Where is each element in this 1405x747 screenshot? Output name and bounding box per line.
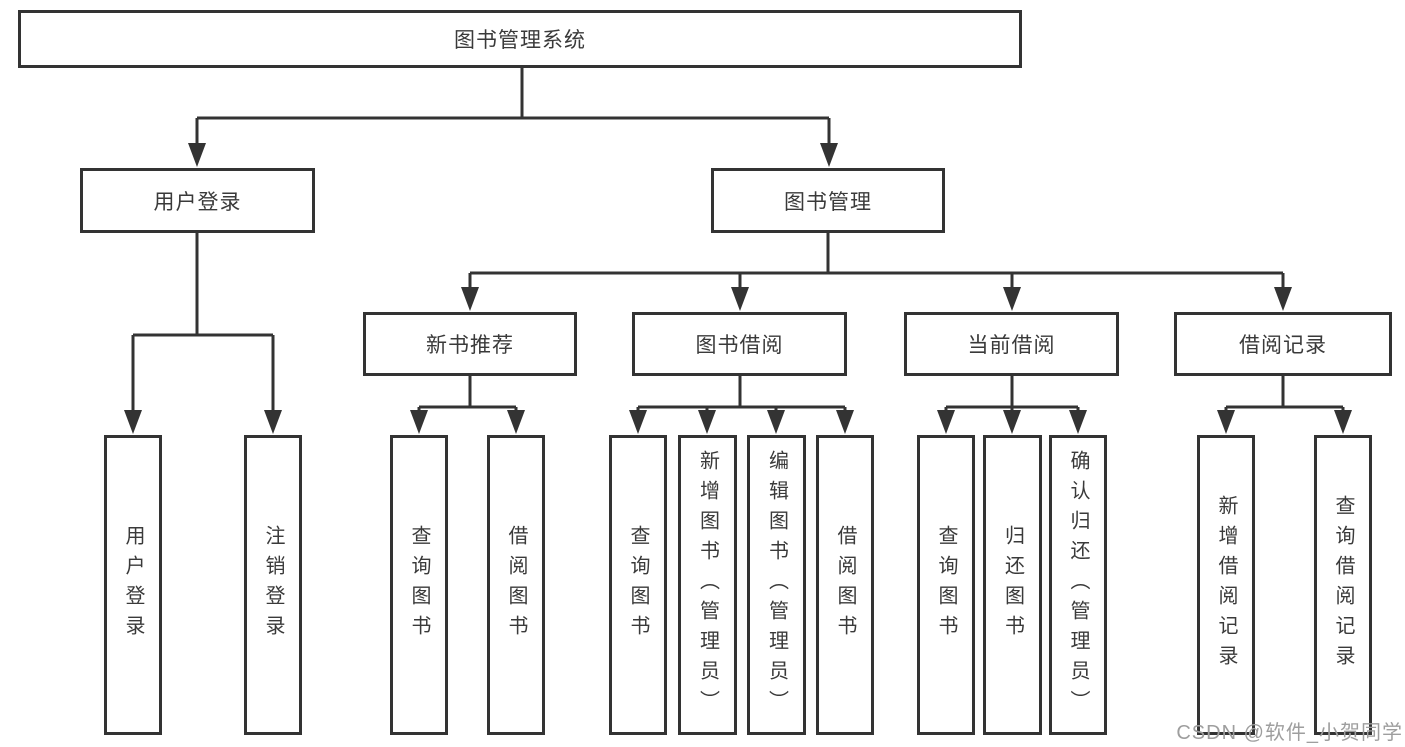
node-leaf-nbr-query-book: 查询图书: [390, 435, 448, 735]
edge-newbookrec-to-leaves: [417, 376, 518, 420]
node-new-book-recommend: 新书推荐: [363, 312, 577, 376]
node-leaf-bb-edit-book: 编辑图书（管理员）: [747, 435, 806, 735]
node-leaf-nbr-borrow-book: 借阅图书: [487, 435, 545, 735]
arrowhead-icons: [124, 143, 1352, 434]
node-leaf-bb-borrow-book: 借阅图书: [816, 435, 874, 735]
node-leaf-br-query-record: 查询借阅记录: [1314, 435, 1372, 735]
node-leaf-bb-edit-book-label: 编辑图书（管理员）: [765, 450, 788, 720]
node-leaf-cb-confirm-return-label: 确认归还（管理员）: [1067, 450, 1089, 720]
edge-userlogin-to-leaves: [131, 233, 275, 420]
edge-bookborrow-to-leaves: [636, 376, 847, 420]
node-book-borrow: 图书借阅: [632, 312, 847, 376]
node-borrow-record: 借阅记录: [1174, 312, 1392, 376]
node-leaf-br-query-record-label: 查询借阅记录: [1332, 495, 1354, 675]
node-leaf-logout: 注销登录: [244, 435, 302, 735]
node-leaf-cb-query-book: 查询图书: [917, 435, 975, 735]
node-borrow-record-label: 借阅记录: [1239, 334, 1327, 357]
node-leaf-cb-query-book-label: 查询图书: [935, 525, 957, 645]
node-root-label: 图书管理系统: [454, 29, 586, 52]
node-book-management-label: 图书管理: [784, 190, 872, 214]
node-leaf-logout-label: 注销登录: [262, 525, 284, 645]
node-current-borrow: 当前借阅: [904, 312, 1119, 376]
node-current-borrow-label: 当前借阅: [967, 334, 1056, 357]
node-leaf-br-add-record-label: 新增借阅记录: [1215, 495, 1237, 675]
node-leaf-user-login-label: 用户登录: [122, 525, 144, 645]
node-leaf-bb-add-book: 新增图书（管理员）: [678, 435, 737, 735]
connector-edges: [131, 68, 1345, 420]
node-leaf-bb-borrow-book-label: 借阅图书: [834, 525, 856, 645]
node-new-book-recommend-label: 新书推荐: [426, 334, 514, 357]
node-leaf-bb-query-book-label: 查询图书: [627, 525, 649, 645]
node-leaf-nbr-borrow-book-label: 借阅图书: [505, 525, 527, 645]
node-leaf-nbr-query-book-label: 查询图书: [408, 525, 430, 645]
node-root: 图书管理系统: [18, 10, 1022, 68]
node-book-management: 图书管理: [711, 168, 945, 233]
node-leaf-cb-return-book: 归还图书: [983, 435, 1042, 735]
edge-bookmgmt-to-level3: [468, 233, 1285, 297]
node-leaf-cb-confirm-return: 确认归还（管理员）: [1049, 435, 1107, 735]
node-book-borrow-label: 图书借阅: [695, 334, 784, 357]
csdn-watermark: CSDN @软件_小贺同学: [1176, 722, 1403, 744]
node-leaf-bb-add-book-label: 新增图书（管理员）: [696, 450, 719, 720]
node-leaf-cb-return-book-label: 归还图书: [1001, 525, 1024, 645]
node-leaf-bb-query-book: 查询图书: [609, 435, 667, 735]
node-user-login-group-label: 用户登录: [153, 190, 242, 214]
node-user-login-group: 用户登录: [80, 168, 315, 233]
node-leaf-user-login: 用户登录: [104, 435, 162, 735]
edge-root-to-level2: [195, 68, 831, 153]
edge-borrowrecord-to-leaves: [1224, 376, 1345, 420]
node-leaf-br-add-record: 新增借阅记录: [1197, 435, 1255, 735]
